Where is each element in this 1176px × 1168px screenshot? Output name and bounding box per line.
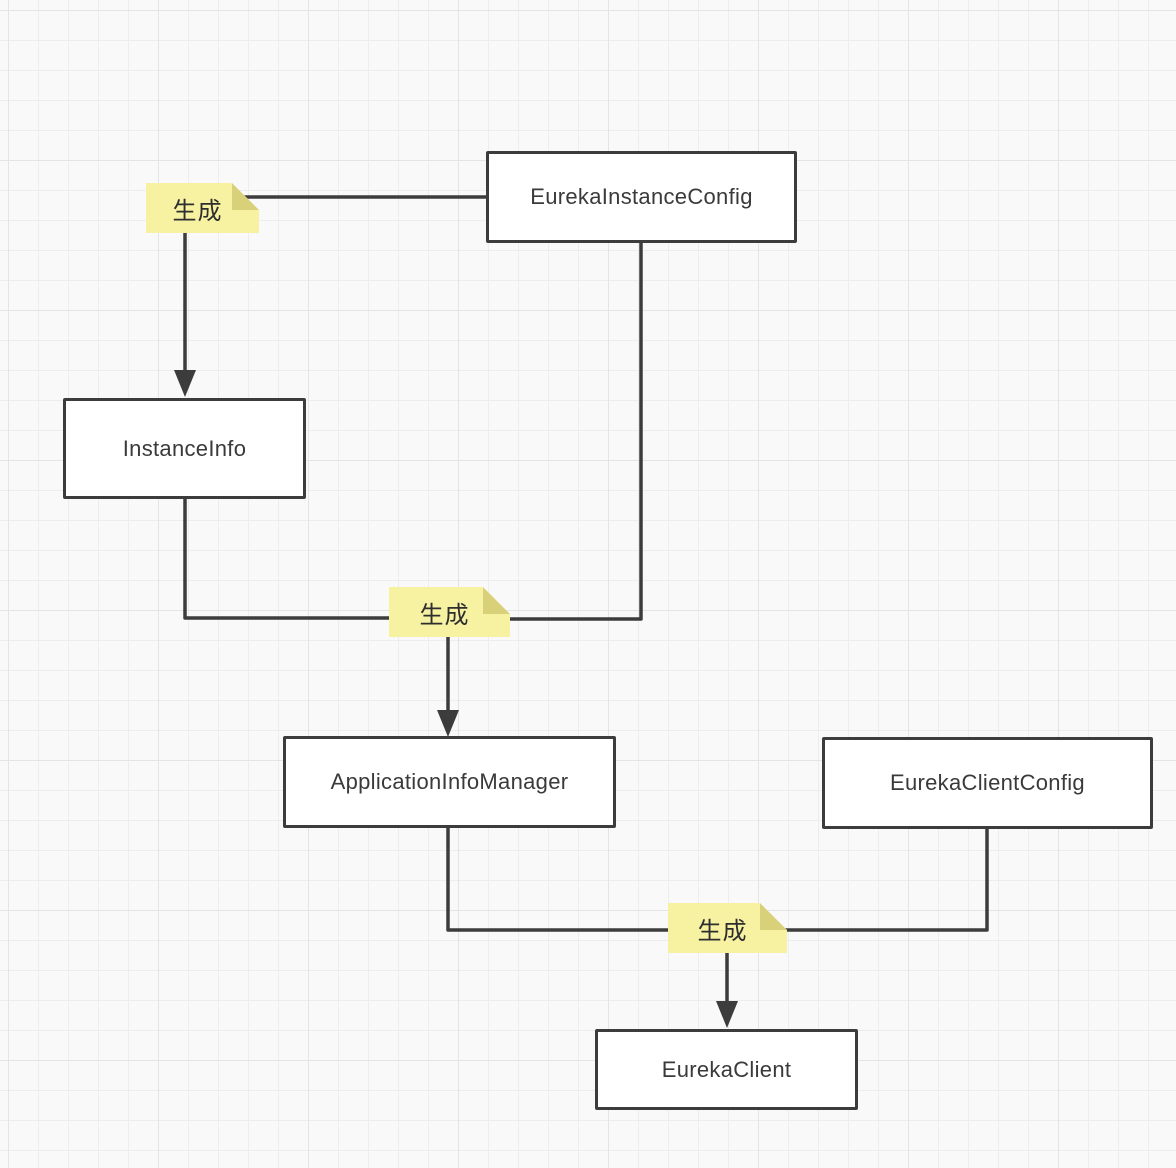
note-label: 生成 bbox=[419, 601, 470, 629]
note-label: 生成 bbox=[697, 917, 748, 945]
node-eureka-client-config: EurekaClientConfig bbox=[822, 737, 1153, 829]
arrowhead-eurekaclient bbox=[716, 1001, 738, 1028]
node-instance-info: InstanceInfo bbox=[63, 398, 306, 499]
sticky-note-generate-middle: 生成 bbox=[389, 587, 510, 637]
connector-applicationinfomanager-to-note-bottom bbox=[446, 827, 690, 932]
connector-eurekainstanceconfig-to-note-middle bbox=[498, 242, 643, 621]
node-label: EurekaClient bbox=[661, 1056, 792, 1082]
arrowhead-applicationinfomanager bbox=[437, 710, 459, 737]
node-label: InstanceInfo bbox=[122, 435, 247, 461]
node-label: EurekaInstanceConfig bbox=[530, 184, 753, 209]
node-eureka-client: EurekaClient bbox=[595, 1029, 858, 1110]
connector-instanceinfo-to-note-middle bbox=[183, 497, 400, 620]
note-label: 生成 bbox=[172, 197, 223, 225]
node-eureka-instance-config: EurekaInstanceConfig bbox=[486, 151, 797, 243]
node-application-info-manager: ApplicationInfoManager bbox=[283, 736, 616, 828]
sticky-note-generate-bottom: 生成 bbox=[668, 903, 787, 953]
node-label: ApplicationInfoManager bbox=[330, 769, 569, 794]
arrowhead-instanceinfo bbox=[174, 370, 196, 397]
node-label: EurekaClientConfig bbox=[890, 770, 1085, 795]
connector-eurekaclientconfig-to-note-bottom bbox=[768, 828, 989, 932]
sticky-note-generate-top: 生成 bbox=[146, 183, 259, 233]
